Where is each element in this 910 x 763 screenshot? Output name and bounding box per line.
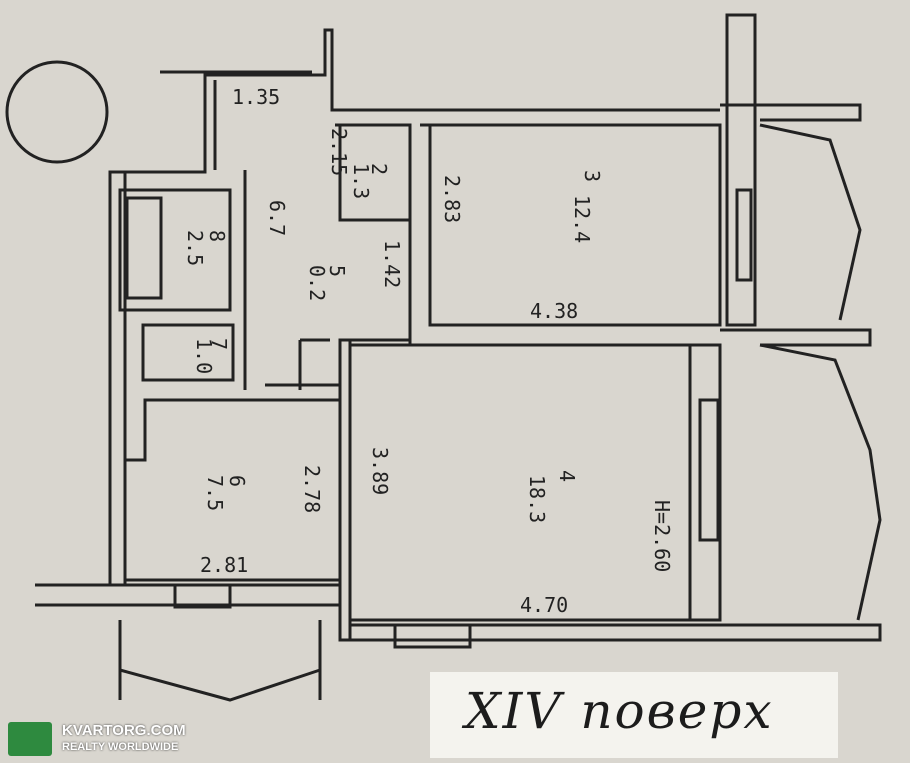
room-number: 3 bbox=[580, 170, 604, 182]
room-area: 18.3 bbox=[525, 475, 549, 523]
dim-label: 4.70 bbox=[520, 593, 568, 617]
room-area: 12.4 bbox=[570, 195, 594, 243]
room-number: 5 bbox=[325, 265, 349, 277]
dim-label: 2.78 bbox=[300, 465, 324, 513]
ceiling-height: H=2.60 bbox=[650, 500, 674, 572]
dim-label: 2.83 bbox=[440, 175, 464, 223]
room-area: 1.0 bbox=[192, 338, 216, 374]
room-area: 6.7 bbox=[265, 200, 289, 236]
floor-label: XIV поверх bbox=[465, 682, 774, 740]
room-area: 1.3 bbox=[349, 163, 373, 199]
room-area: 7.5 bbox=[203, 475, 227, 511]
logo-main: KVARTORG.COM bbox=[62, 722, 186, 739]
dim-label: 2.15 bbox=[327, 128, 351, 176]
room-area: 0.2 bbox=[305, 265, 329, 301]
room-number: 4 bbox=[555, 470, 579, 482]
dim-label: 1.42 bbox=[380, 240, 404, 288]
room-number: 7 bbox=[207, 338, 231, 350]
room-number: 8 bbox=[205, 230, 229, 242]
walls bbox=[35, 13, 882, 702]
watermark-logo: KVARTORG.COM REALTY WORLDWIDE bbox=[4, 718, 186, 760]
room-area: 2.5 bbox=[183, 230, 207, 266]
room-number: 2 bbox=[367, 163, 391, 175]
room-number: 6 bbox=[225, 475, 249, 487]
compass-circle bbox=[5, 60, 109, 164]
dim-label: 4.38 bbox=[530, 299, 578, 323]
logo-sub: REALTY WORLDWIDE bbox=[62, 741, 179, 753]
dim-label: 1.35 bbox=[232, 85, 280, 109]
floor-label-box bbox=[430, 672, 838, 758]
house-icon bbox=[8, 722, 52, 756]
dim-label: 3.89 bbox=[368, 447, 392, 495]
dim-label: 2.81 bbox=[200, 553, 248, 577]
